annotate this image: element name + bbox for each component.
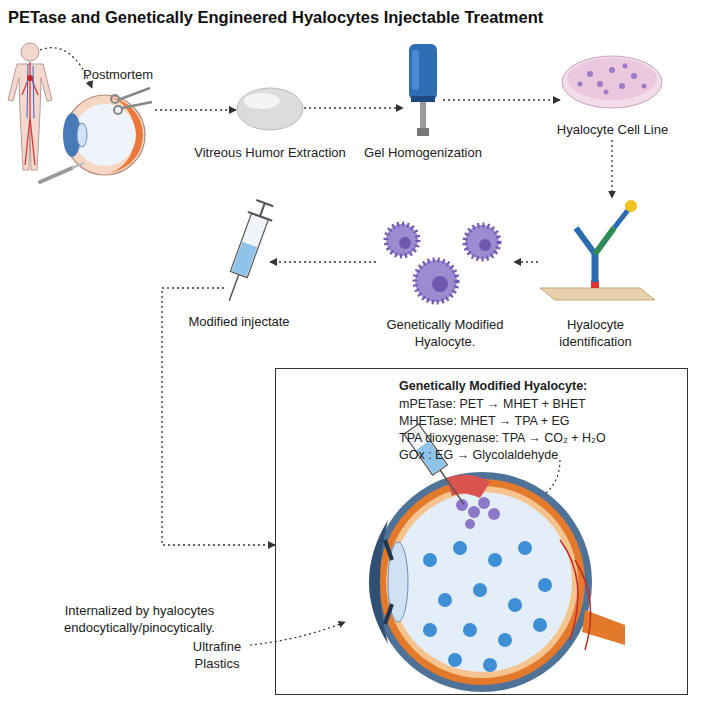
- petri-dish: [562, 56, 662, 108]
- homogenizer: [409, 44, 437, 136]
- hyalocyte-cells: [386, 224, 499, 302]
- extraction-step: Vitreous Humor Extraction: [236, 86, 304, 130]
- identification-step: Hyalocyte identification: [538, 198, 653, 302]
- node-caption: Vitreous Humor Extraction: [170, 144, 370, 161]
- node-body-line: MHETase: MHET → TPA + EG: [399, 413, 684, 430]
- syringe: [217, 199, 277, 306]
- flow-arrow: [270, 261, 376, 262]
- treatment-box: Genetically Modified Hyalocyte:mPETase: …: [275, 368, 688, 695]
- cell-line-step: Hyalocyte Cell Line: [560, 48, 665, 140]
- callout-label: Ultrafine Plastics: [180, 638, 254, 672]
- node-body-line: mPETase: PET → MHET + BHET: [399, 396, 684, 413]
- note-label: Internalized by hyalocytes endocytically…: [12, 602, 267, 636]
- node-caption: Genetically Modified Hyalocyte:: [399, 378, 684, 395]
- node-caption: Postmortem: [83, 66, 168, 83]
- human-figure: [8, 43, 52, 170]
- eye-dissection: [40, 88, 152, 182]
- flow-arrow: [304, 107, 403, 108]
- vitreous-gel: [237, 88, 303, 130]
- flow-arrow: [611, 140, 612, 198]
- node-body-line: GOx : EG → Glycolaldehyde: [399, 447, 684, 464]
- eye-cross-section: [369, 424, 625, 692]
- flow-arrow: [155, 109, 236, 110]
- antibody-slide: [540, 200, 655, 300]
- node-body-line: TPA dioxygenase: TPA → CO₂ + H₂O: [399, 430, 684, 447]
- injectate-step: Modified injectate: [224, 203, 270, 303]
- postmortem-step: Postmortem: [5, 45, 155, 175]
- node-caption: Gel Homogenization: [338, 144, 508, 161]
- modified-cell-step: Genetically Modified Hyalocyte.: [376, 222, 514, 304]
- flow-arrow: [443, 99, 560, 100]
- node-caption: Hyalocyte Cell Line: [538, 121, 688, 138]
- node-caption: Hyalocyte identification: [541, 316, 651, 350]
- homogenization-step: Gel Homogenization: [403, 42, 443, 137]
- node-caption: Modified injectate: [169, 313, 309, 330]
- flow-arrow: [514, 261, 538, 262]
- node-caption: Genetically Modified Hyalocyte.: [370, 316, 520, 350]
- diagram-title: PETase and Genetically Engineered Hyaloc…: [8, 8, 543, 27]
